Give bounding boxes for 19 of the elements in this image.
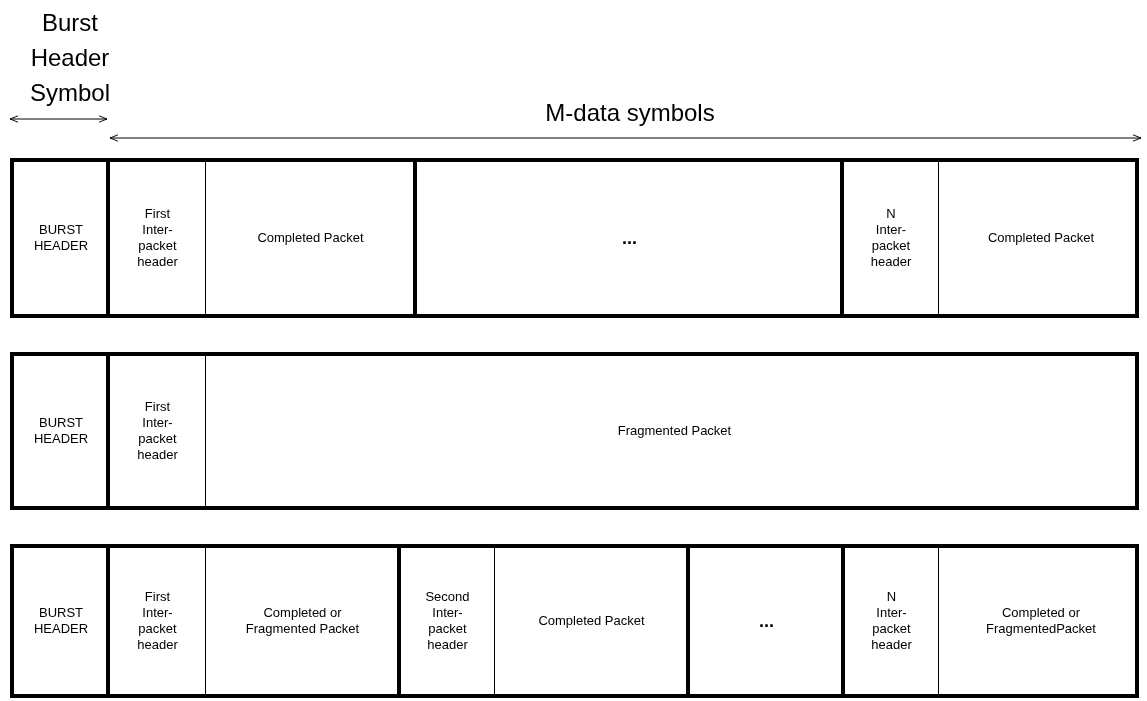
packet-field: Fragmented Packet — [205, 356, 1143, 506]
inter-packet-header-field: N Inter-packet header — [841, 548, 938, 694]
burst-header-field: BURST HEADER — [14, 356, 108, 506]
burst-header-field: BURST HEADER — [14, 548, 108, 694]
inter-packet-header-field: First Inter-packet header — [106, 548, 205, 694]
burst-header-field: BURST HEADER — [14, 162, 108, 314]
packet-field: Completed or FragmentedPacket — [938, 548, 1143, 694]
inter-packet-header-field: First Inter-packet header — [106, 356, 205, 506]
packet-field: Completed Packet — [494, 548, 688, 694]
packet-field: Completed or Fragmented Packet — [205, 548, 399, 694]
inter-packet-header-field: N Inter-packet header — [840, 162, 938, 314]
packet-field: Completed Packet — [938, 162, 1143, 314]
packet-field: Completed Packet — [205, 162, 415, 314]
inter-packet-header-field: Second Inter-packet header — [397, 548, 494, 694]
dimension-label: M-data symbols — [544, 98, 716, 128]
ellipsis-field: ... — [686, 548, 843, 694]
ellipsis-field: ... — [413, 162, 842, 314]
inter-packet-header-field: First Inter-packet header — [106, 162, 205, 314]
dimension-label: Burst Header Symbol — [29, 8, 111, 108]
